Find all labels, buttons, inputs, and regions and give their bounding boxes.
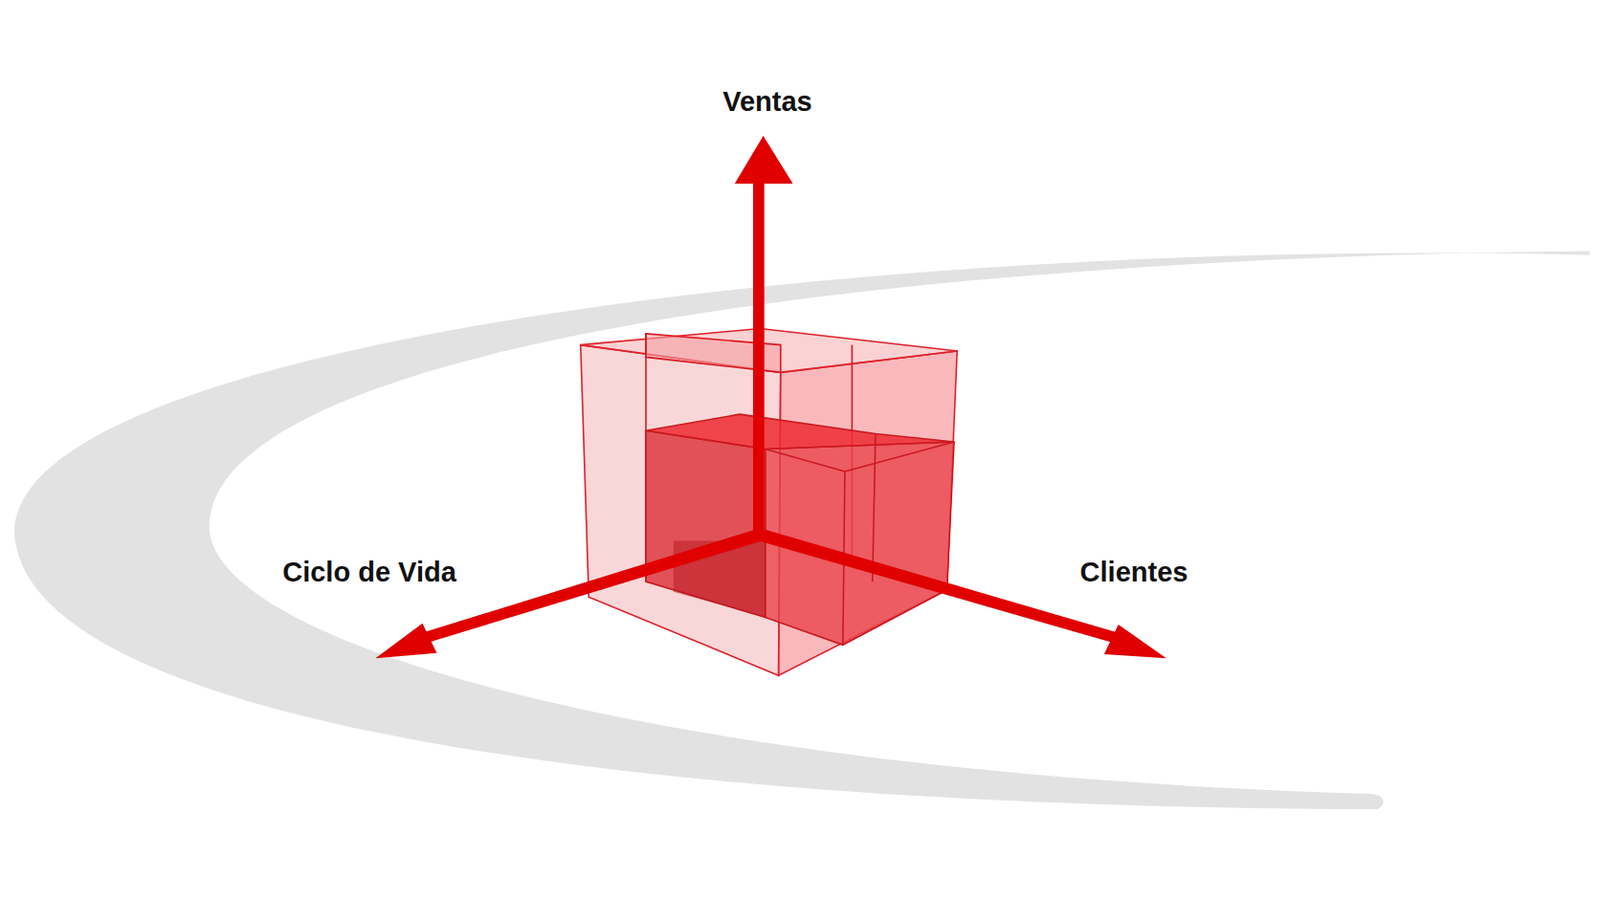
middle-edge [872, 433, 876, 582]
axis-shaft [755, 530, 1125, 646]
arrowhead [375, 623, 437, 659]
middle-edge [765, 442, 955, 472]
cube-left-face [580, 345, 781, 677]
axis-label: Ciclo de Vida [282, 555, 457, 590]
outer-cube [580, 329, 957, 677]
axis-label: Clientes [1080, 555, 1189, 590]
cube-top-face [580, 329, 957, 374]
arrowhead [1104, 624, 1167, 659]
middle-top-face [645, 414, 955, 449]
axis-label: Ventas [722, 85, 813, 119]
middle-cube [645, 414, 955, 645]
arrowhead [734, 135, 794, 184]
axis-shaft [753, 179, 765, 540]
swoosh [14, 250, 1590, 810]
middle-left-face [645, 430, 766, 618]
axes [375, 135, 1166, 659]
axis-shaft [416, 530, 766, 646]
